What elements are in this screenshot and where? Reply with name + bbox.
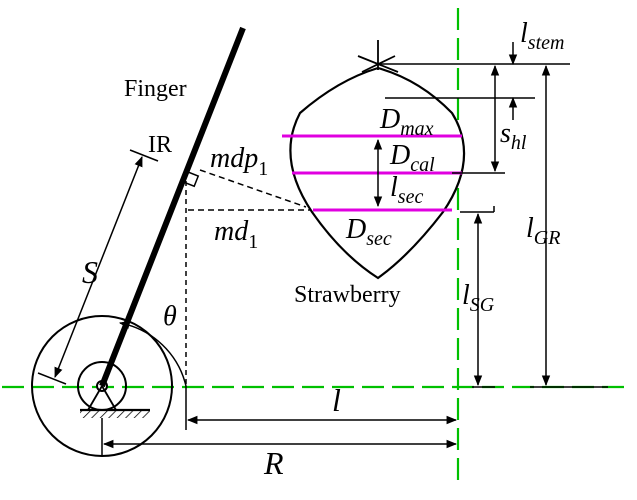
l-gr-sub: GR (534, 227, 561, 249)
md-sub: 1 (248, 231, 258, 253)
d-sec-sub: sec (366, 228, 392, 250)
ground-support (80, 385, 150, 418)
md-label: md1 (214, 216, 258, 253)
d-max-main: D (379, 104, 400, 135)
md-main: md (214, 216, 249, 247)
d-cal-sub: cal (410, 154, 435, 176)
mdp-main: mdp (210, 143, 258, 174)
l-stem-main: l (520, 18, 528, 49)
l-sg-label: lSG (462, 280, 495, 316)
r-label: R (263, 445, 284, 481)
l-sec-label: lsec (390, 172, 423, 208)
s-label: S (82, 254, 98, 290)
l-stem-sub: stem (528, 32, 565, 54)
right-angle-mark (182, 171, 200, 188)
theta-label: θ (163, 301, 177, 332)
s-hl-label: shl (500, 118, 527, 154)
l-sg-main: l (462, 280, 470, 311)
s-dimension (37, 149, 159, 385)
s-hl-sub: hl (511, 132, 527, 154)
l-sec-sub: sec (398, 186, 424, 208)
d-max-label: Dmax (379, 104, 434, 140)
measurement-rays (188, 169, 310, 211)
d-cal-label: Dcal (389, 140, 435, 176)
mdp-label: mdp1 (210, 143, 268, 180)
bottom-dimensions (101, 386, 458, 455)
mdp-sub: 1 (258, 158, 268, 180)
ir-label: IR (148, 132, 172, 158)
d-max-sub: max (400, 118, 433, 140)
l-gr-main: l (526, 213, 534, 244)
d-cal-main: D (389, 140, 410, 171)
l-label: l (332, 382, 341, 418)
s-hl-main: s (500, 118, 511, 149)
theta-construction (118, 172, 187, 387)
l-gr-label: lGR (526, 213, 560, 249)
stem (357, 40, 399, 73)
strawberry-label: Strawberry (294, 282, 401, 308)
l-sg-sub: SG (470, 294, 495, 316)
d-sec-label: Dsec (345, 214, 392, 250)
d-sec-main: D (345, 214, 366, 245)
l-sec-main: l (390, 172, 398, 203)
finger-label: Finger (124, 76, 187, 102)
l-stem-label: lstem (520, 18, 564, 54)
